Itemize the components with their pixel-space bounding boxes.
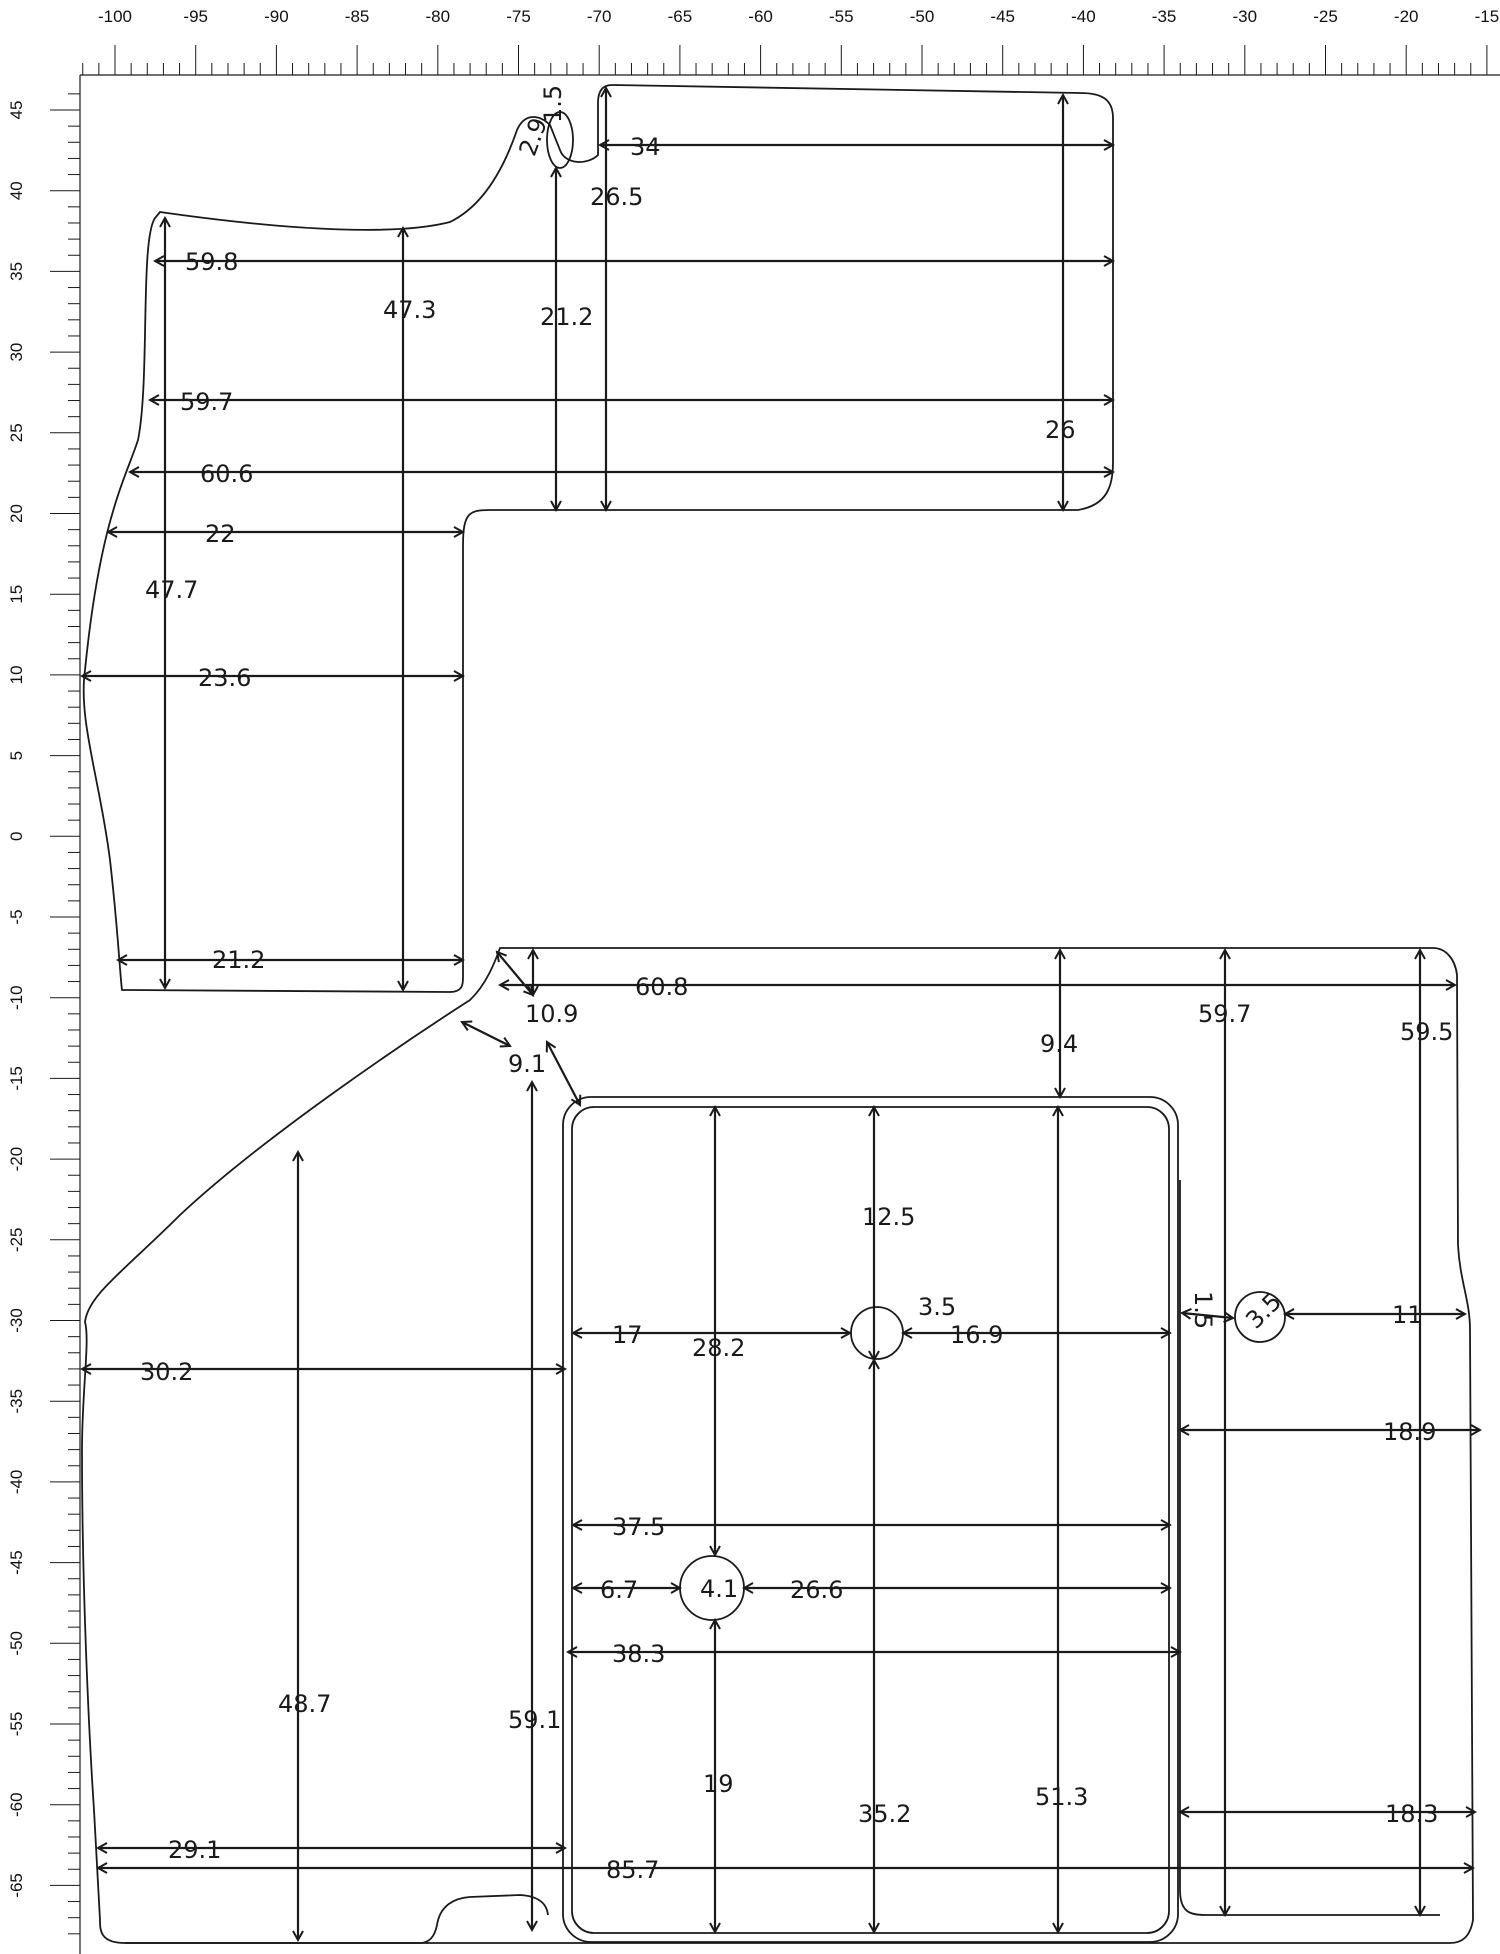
- dim-label: 48.7: [278, 1690, 331, 1718]
- hole-3-5-center: [850, 1306, 904, 1360]
- dim-label: 51.3: [1035, 1783, 1088, 1811]
- dim-label: 4.1: [700, 1575, 738, 1603]
- dim-label: 60.8: [635, 973, 688, 1001]
- top-ruler-label: -60: [748, 7, 773, 26]
- top-ruler-label: -20: [1394, 7, 1419, 26]
- left-ruler-label: -40: [7, 1470, 26, 1495]
- inner-panel-outer: [562, 1096, 1179, 1943]
- dim-label: 21.2: [540, 303, 593, 331]
- top-ruler-label: -95: [183, 7, 208, 26]
- top-ruler-label: -100: [98, 7, 132, 26]
- upper-part-outline: [82, 84, 1114, 993]
- left-ruler-label: -35: [7, 1389, 26, 1414]
- dim-label: 47.3: [383, 296, 436, 324]
- dim-label: 17: [612, 1321, 643, 1349]
- left-ruler-label: -65: [7, 1873, 26, 1898]
- dim-label: 18.9: [1383, 1418, 1436, 1446]
- right-strip-outline: [1179, 1180, 1440, 1916]
- dim-label: 85.7: [606, 1856, 659, 1884]
- left-ruler-label: 35: [7, 262, 26, 281]
- dim-label: 26: [1045, 416, 1076, 444]
- left-ruler-label: -45: [7, 1550, 26, 1575]
- dim-label: 35.2: [858, 1800, 911, 1828]
- dim-label: 6.7: [600, 1576, 638, 1604]
- dim-label: 9.1: [508, 1050, 546, 1078]
- dim-label: 3.5: [918, 1293, 956, 1321]
- dim-label: 18.3: [1385, 1800, 1438, 1828]
- left-ruler-label: -15: [7, 1066, 26, 1091]
- dim-label: 59.5: [1400, 1018, 1453, 1046]
- top-ruler-label: -80: [426, 7, 451, 26]
- top-ruler-label: -45: [990, 7, 1015, 26]
- left-ruler: 45 40 35 30 25 20 15 10 5 0 -5 -10 -15 -20 -25 -30 -35 -4…: [7, 75, 81, 1954]
- dim-label: 19: [703, 1770, 734, 1798]
- dim-label: 38.3: [612, 1640, 665, 1668]
- dim-label: 29.1: [168, 1836, 221, 1864]
- top-ruler-label: -25: [1313, 7, 1338, 26]
- left-ruler-label: 15: [7, 585, 26, 604]
- left-ruler-label: -30: [7, 1308, 26, 1333]
- dim-label: 11: [1392, 1301, 1423, 1329]
- top-ruler-label: -70: [587, 7, 612, 26]
- top-ruler-label: -35: [1152, 7, 1177, 26]
- dimension-lines: [82, 88, 1480, 1940]
- left-ruler-label: -50: [7, 1631, 26, 1656]
- left-ruler-label: 10: [7, 665, 26, 684]
- dim-label: 1.5: [1189, 1291, 1217, 1329]
- dim-label: 47.7: [145, 576, 198, 604]
- lower-part-outline: [81, 947, 1474, 1944]
- dim-label: 1.5: [539, 85, 567, 123]
- dim-label: 28.2: [692, 1334, 745, 1362]
- lower-bottom-notch: [125, 1894, 549, 1944]
- dim-label: 59.1: [508, 1706, 561, 1734]
- left-ruler-label: 25: [7, 423, 26, 442]
- left-ruler-label: 5: [7, 751, 26, 760]
- left-ruler-label: -60: [7, 1792, 26, 1817]
- left-ruler-label: 45: [7, 101, 26, 120]
- top-ruler-label: -50: [910, 7, 935, 26]
- top-ruler-label: -65: [668, 7, 693, 26]
- dim-label: 16.9: [950, 1321, 1003, 1349]
- left-ruler-label: -10: [7, 985, 26, 1010]
- dim-label: 10.9: [525, 1000, 578, 1028]
- dim-label: 21.2: [212, 946, 265, 974]
- left-ruler-label: -5: [7, 909, 26, 924]
- left-ruler-label: 40: [7, 181, 26, 200]
- dim-label: 59.8: [185, 248, 238, 276]
- dim-label: 59.7: [180, 388, 233, 416]
- left-ruler-label: 30: [7, 343, 26, 362]
- left-ruler-label: -55: [7, 1712, 26, 1737]
- dim-label: 34: [630, 133, 661, 161]
- top-ruler-label: -55: [829, 7, 854, 26]
- top-ruler: -100 -95 -90 -85 -80 -75 -70 -65 -60 -55 -50 -45 -40…: [80, 7, 1500, 76]
- dimension-labels: 34 26.5 1.5 2.9 59.8 47.3 21.2 59.7 26 6…: [140, 85, 1453, 1884]
- left-ruler-label: 0: [7, 832, 26, 841]
- dim-label: 22: [205, 520, 236, 548]
- left-ruler-label: 20: [7, 504, 26, 523]
- top-ruler-label: -40: [1071, 7, 1096, 26]
- top-ruler-label: -85: [345, 7, 370, 26]
- top-ruler-label: -15: [1475, 7, 1500, 26]
- dim-label: 59.7: [1198, 1000, 1251, 1028]
- dim-label: 12.5: [862, 1203, 915, 1231]
- dim-label: 37.5: [612, 1513, 665, 1541]
- left-ruler-label: -20: [7, 1147, 26, 1172]
- left-ruler-label: -25: [7, 1228, 26, 1253]
- dim-label: 9.4: [1040, 1030, 1078, 1058]
- dim-label: 30.2: [140, 1358, 193, 1386]
- dim-label: 26.6: [790, 1576, 843, 1604]
- dim-label: 26.5: [590, 183, 643, 211]
- top-ruler-label: -75: [506, 7, 531, 26]
- top-ruler-label: -30: [1233, 7, 1258, 26]
- dim-label: 60.6: [200, 460, 253, 488]
- top-ruler-label: -90: [264, 7, 289, 26]
- dim-label: 23.6: [198, 664, 251, 692]
